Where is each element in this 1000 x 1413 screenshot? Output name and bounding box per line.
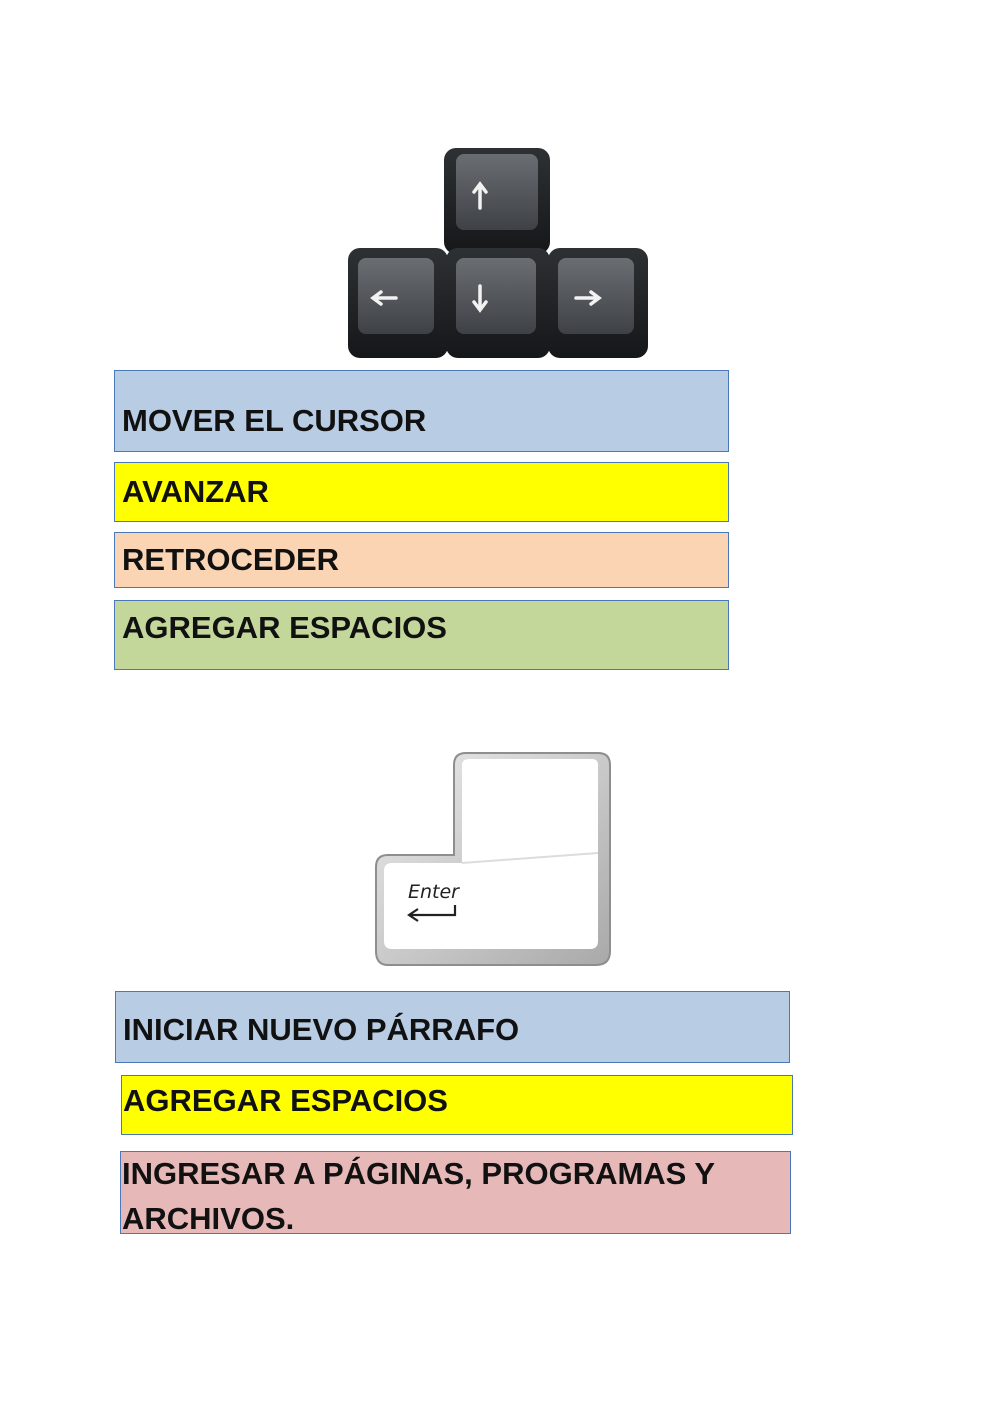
option-label: AGREGAR ESPACIOS <box>122 610 447 645</box>
option-ingresar-a-paginas[interactable]: INGRESAR A PÁGINAS, PROGRAMAS Y ARCHIVOS… <box>120 1151 791 1236</box>
up-key <box>444 148 550 254</box>
down-key <box>446 248 550 358</box>
option-label: AGREGAR ESPACIOS <box>123 1083 448 1118</box>
left-key <box>348 248 448 358</box>
option-label: INICIAR NUEVO PÁRRAFO <box>123 1012 520 1047</box>
option-avanzar[interactable]: AVANZAR <box>114 462 729 522</box>
option-retroceder[interactable]: RETROCEDER <box>114 532 729 588</box>
arrow-keys-icon <box>348 148 648 358</box>
option-iniciar-nuevo-parrafo[interactable]: INICIAR NUEVO PÁRRAFO <box>115 991 790 1063</box>
enter-key-icon: Enter <box>375 752 611 966</box>
option-mover-el-cursor[interactable]: MOVER EL CURSOR <box>114 370 729 452</box>
option-label: MOVER EL CURSOR <box>122 403 427 438</box>
enter-key-label: Enter <box>408 881 460 903</box>
right-key <box>548 248 648 358</box>
option-label: INGRESAR A PÁGINAS, PROGRAMAS Y ARCHIVOS… <box>122 1156 715 1236</box>
option-agregar-espacios[interactable]: AGREGAR ESPACIOS <box>114 600 729 670</box>
option-agregar-espacios-2[interactable]: AGREGAR ESPACIOS <box>121 1075 793 1135</box>
option-label: AVANZAR <box>122 474 269 509</box>
option-label: RETROCEDER <box>122 542 340 577</box>
